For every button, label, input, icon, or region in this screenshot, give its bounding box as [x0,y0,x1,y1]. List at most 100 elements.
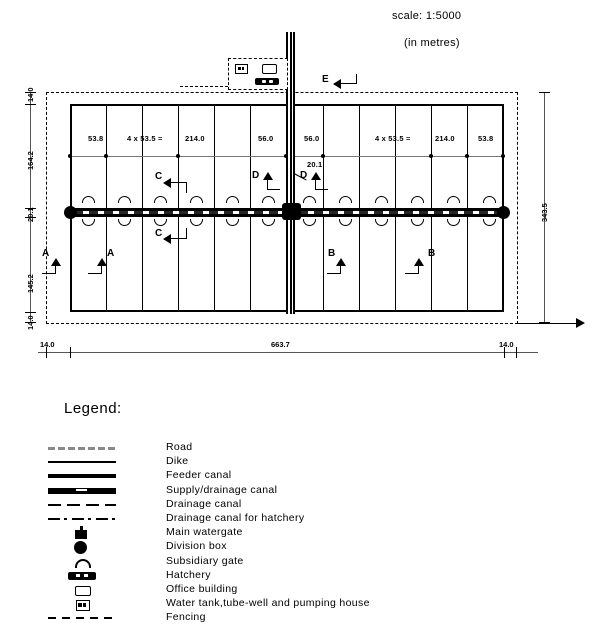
legend-item-drainage-canal: Drainage canal [48,498,548,512]
section-marker-B-tail [340,266,341,274]
direction-arrow-head [576,318,585,328]
hatchery-compound [228,58,288,90]
scale-label: scale: 1:5000 [392,10,462,22]
left-dim-145-2: 145.2 [26,274,35,293]
left-dim-14-0-bot: 14.0 [26,315,35,330]
legend-label: Dike [166,455,189,468]
left-dim-20-1: 20.1 [26,207,35,222]
section-marker-B-tail [418,266,419,274]
section-marker-A-tail [101,266,102,274]
section-marker-B-tail2 [405,273,419,274]
section-marker-E-label: E [322,74,329,85]
hatchery-drainage-canal [180,86,228,87]
pond-dim-right-4: 53.8 [478,134,494,143]
section-marker-E-arrow [333,79,341,89]
direction-arrow-shaft [516,323,578,324]
fencing-icon [48,611,116,625]
legend-label: Office building [166,582,238,595]
legend-label: Feeder canal [166,469,232,482]
subsidiary-gate [262,196,275,203]
section-marker-D-label: D [252,170,260,181]
subsidiary-gate [82,196,95,203]
right-dim-343-5: 343.5 [540,203,549,222]
feeder-node [104,154,108,158]
feeder-node [429,154,433,158]
section-marker-C-label: C [155,228,163,239]
dim-tick [25,312,36,313]
subsidiary-gate [118,196,131,203]
section-marker-A-arrow [97,258,107,266]
section-marker-D-tail2 [267,189,280,190]
section-marker-B-tail2 [327,273,341,274]
pond-dim-left-3: 214.0 [185,134,205,143]
feeder-node [321,154,325,158]
water-tank-icon [48,597,116,612]
subsidiary-gate [339,196,352,203]
dim-tick [25,104,36,105]
legend-label: Subsidiary gate [166,554,244,567]
legend-item-feeder-canal: Feeder canal [48,469,548,483]
pond-dim-left-4: 56.0 [258,134,274,143]
feeder-node [501,154,505,158]
right-dimension-line [544,92,545,322]
site-plan-drawing: 53.8 4 x 53.5 = 214.0 56.0 56.0 4 x 53.5… [25,32,585,358]
main-watergate-right [497,206,510,219]
feeder-node [465,154,469,158]
section-marker-C-arrow [163,178,171,188]
section-marker-C-label: C [155,171,163,182]
drainage-canal-hatchery-icon [48,512,116,526]
feeder-node [176,154,180,158]
section-marker-C-tail2 [186,182,187,193]
subsidiary-gate [411,196,424,203]
main-watergate-left [64,206,77,219]
supply-drainage-canal-icon [48,484,116,498]
subsidiary-gate [375,196,388,203]
office-building-icon [48,583,116,597]
legend-item-drainage-canal-hatchery: Drainage canal for hatchery [48,512,548,526]
dim-tick [46,347,47,358]
section-marker-A-tail2 [88,273,102,274]
subsidiary-gate-icon [48,555,116,569]
central-canal-width-label: 20.1 [307,160,323,169]
legend-item-supply-drainage-canal: Supply/drainage canal [48,484,548,498]
section-marker-C-arrow [163,234,171,244]
section-marker-E-tail [341,83,357,84]
section-marker-A-arrow [51,258,61,266]
subsidiary-gate [447,196,460,203]
dim-tick [25,92,36,93]
legend-item-hatchery: Hatchery [48,569,548,583]
division-box [282,203,301,220]
division-box-icon [48,540,116,555]
dim-tick [25,208,36,209]
feeder-node [68,154,72,158]
legend-label: Fencing [166,611,206,624]
legend-label: Supply/drainage canal [166,483,278,496]
left-dim-164-2: 164.2 [26,151,35,170]
section-marker-D-tail [315,180,316,190]
office-building-icon [262,64,277,74]
legend-item-fencing: Fencing [48,611,548,625]
legend-label: Water tank,tube-well and pumping house [166,597,370,610]
bottom-dim-14-0-left: 14.0 [40,340,55,349]
section-marker-B-arrow [414,258,424,266]
section-marker-C-tail [171,182,187,183]
bottom-dim-14-0-right: 14.0 [499,340,514,349]
pond-dim-left-2: 4 x 53.5 = [127,134,163,143]
legend-label: Road [166,441,193,453]
dim-tick [539,92,550,93]
hatchery-icon [255,78,279,85]
section-marker-E-tail2 [356,74,357,84]
section-marker-D-tail2 [315,189,328,190]
section-marker-A-tail2 [42,273,56,274]
subsidiary-gate [190,196,203,203]
dike-icon [48,455,116,469]
legend-item-office-building: Office building [48,583,548,597]
section-marker-C-tail2 [186,228,187,239]
section-marker-D-tail [267,180,268,190]
legend-label: Main watergate [166,526,243,539]
subsidiary-gate [226,196,239,203]
pond-dim-right-3: 214.0 [435,134,455,143]
subsidiary-gate [303,196,316,203]
water-tank-icon [235,64,248,74]
left-dimension-line [30,92,31,322]
